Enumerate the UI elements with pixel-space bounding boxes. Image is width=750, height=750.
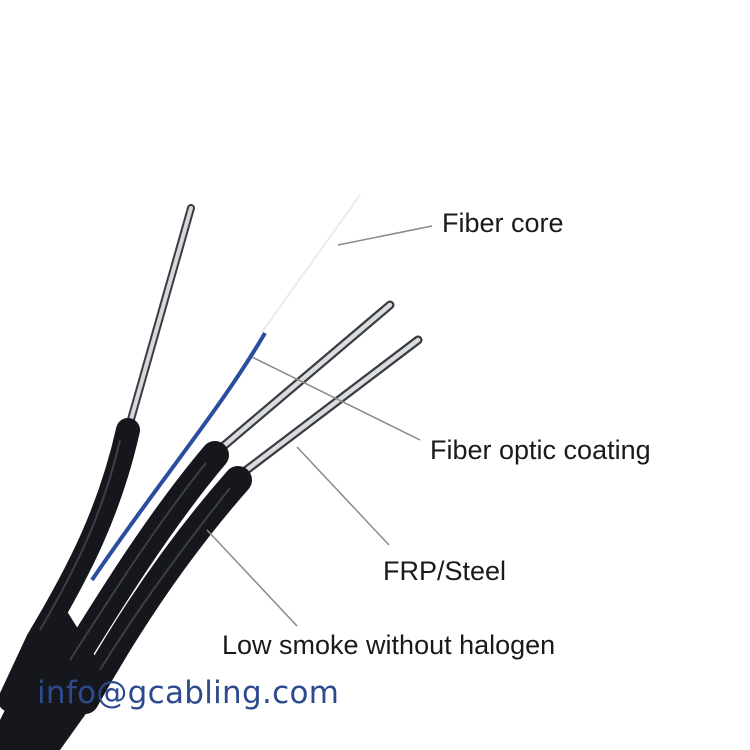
label-frp-steel: FRP/Steel	[383, 556, 507, 586]
coated-fiber	[90, 331, 267, 582]
leader-lszh	[206, 529, 298, 627]
leader-coating	[251, 356, 421, 441]
label-lszh-jacket: Low smoke without halogen	[222, 630, 556, 660]
label-fiber-optic-coating: Fiber optic coating	[430, 435, 651, 465]
leader-lines	[206, 225, 433, 627]
watermark-email: info@gcabling.com	[37, 675, 340, 711]
right-strength-member-2	[231, 335, 423, 483]
cable-jacket	[0, 418, 252, 750]
leader-fiber-core	[337, 225, 433, 246]
leader-frp	[296, 446, 390, 546]
fiber-core-strand	[261, 194, 361, 333]
right-strength-member-1	[208, 300, 395, 460]
label-fiber-core: Fiber core	[442, 208, 564, 238]
left-strength-member	[124, 204, 195, 434]
